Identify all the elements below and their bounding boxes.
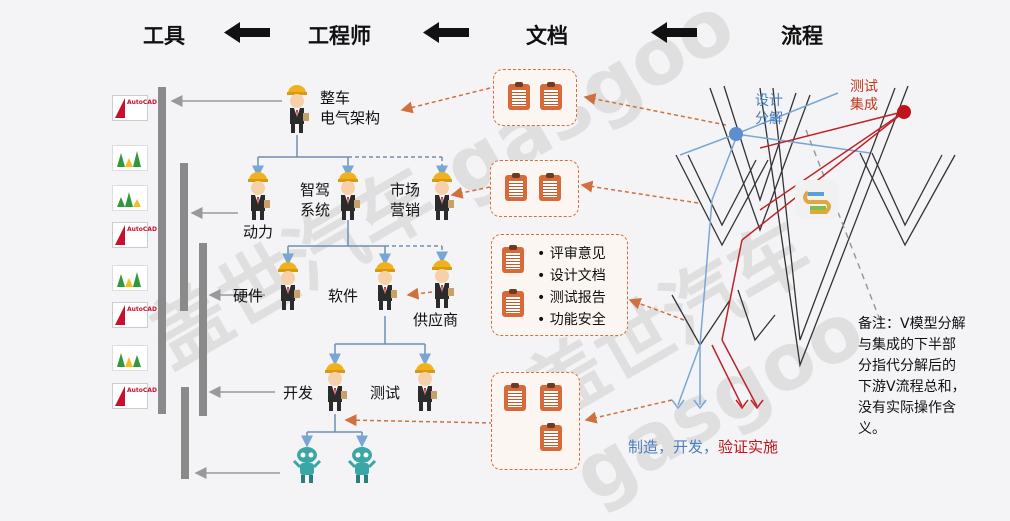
- label-adas: 智驾 系统: [300, 181, 331, 219]
- arrow-left-icon: [224, 22, 270, 43]
- design-node: [729, 127, 743, 141]
- header-documents: 文档: [526, 23, 568, 48]
- doc-box-4: [491, 372, 580, 470]
- doc-box-1: [493, 69, 577, 126]
- autocad-icon: AutoCAD: [112, 383, 157, 409]
- label-vehicle-ee: 整车 电气架构: [320, 89, 381, 127]
- label-power: 动力: [243, 223, 274, 241]
- bullet-item: • 功能安全: [537, 312, 606, 328]
- v-model: [671, 85, 956, 368]
- label-develop: 开发: [283, 384, 314, 402]
- autocad-icon: AutoCAD: [112, 302, 157, 328]
- bullet-item: • 设计文档: [537, 268, 606, 284]
- label-hardware: 硬件: [233, 287, 264, 305]
- document-icon: [540, 82, 562, 110]
- gasgoo-logo: [795, 180, 839, 218]
- document-icon: [505, 173, 527, 201]
- document-icon: [540, 383, 562, 411]
- document-icon: [504, 383, 526, 411]
- diagram-lines: [170, 22, 956, 479]
- label-test: 测试: [370, 384, 401, 402]
- document-icon: [502, 289, 524, 317]
- diagram-stage: 盖世汽车 gasgoo 盖世汽车 gasgoo 工具 工程师 文档 流程: [112, 0, 966, 521]
- header-process: 流程: [781, 23, 823, 48]
- arrow-left-icon: [651, 22, 697, 43]
- graph-icon: [112, 185, 148, 211]
- doc-box-2: [490, 160, 579, 217]
- graph-icon: [112, 265, 148, 291]
- document-icon: [508, 82, 530, 110]
- bullet-item: • 评审意见: [537, 246, 606, 262]
- tool-bar: [180, 163, 188, 311]
- label-bottom: 制造，开发，验证实施: [628, 438, 779, 456]
- label-design-decompose: 设计 分解: [755, 93, 783, 127]
- label-supplier: 供应商: [413, 311, 459, 329]
- document-icon: [502, 245, 524, 273]
- document-icon: [540, 423, 562, 451]
- note-text: 备注：V模型分解与集成的下半部分指代分解后的下游V流程总和，没有实际操作含义。: [858, 316, 966, 437]
- label-test-integrate: 测试 集成: [850, 79, 878, 113]
- document-icon: [539, 173, 561, 201]
- doc-box-3: [491, 234, 628, 336]
- header-tools: 工具: [143, 23, 185, 48]
- doc-bullets: • 评审意见 • 设计文档 • 测试报告 • 功能安全: [537, 243, 606, 331]
- autocad-icon: AutoCAD: [112, 222, 157, 248]
- arrow-left-icon: [423, 22, 469, 43]
- bullet-item: • 测试报告: [537, 290, 606, 306]
- graph-icon: [112, 345, 148, 371]
- graph-icon: [112, 145, 148, 171]
- autocad-icon: AutoCAD: [112, 95, 157, 121]
- tool-bar: [199, 243, 207, 416]
- label-software: 软件: [328, 287, 359, 305]
- header-engineers: 工程师: [308, 23, 371, 48]
- tool-bar: [181, 387, 189, 479]
- label-marketing: 市场 营销: [390, 181, 421, 219]
- tool-bar: [158, 87, 166, 414]
- test-node: [897, 105, 911, 119]
